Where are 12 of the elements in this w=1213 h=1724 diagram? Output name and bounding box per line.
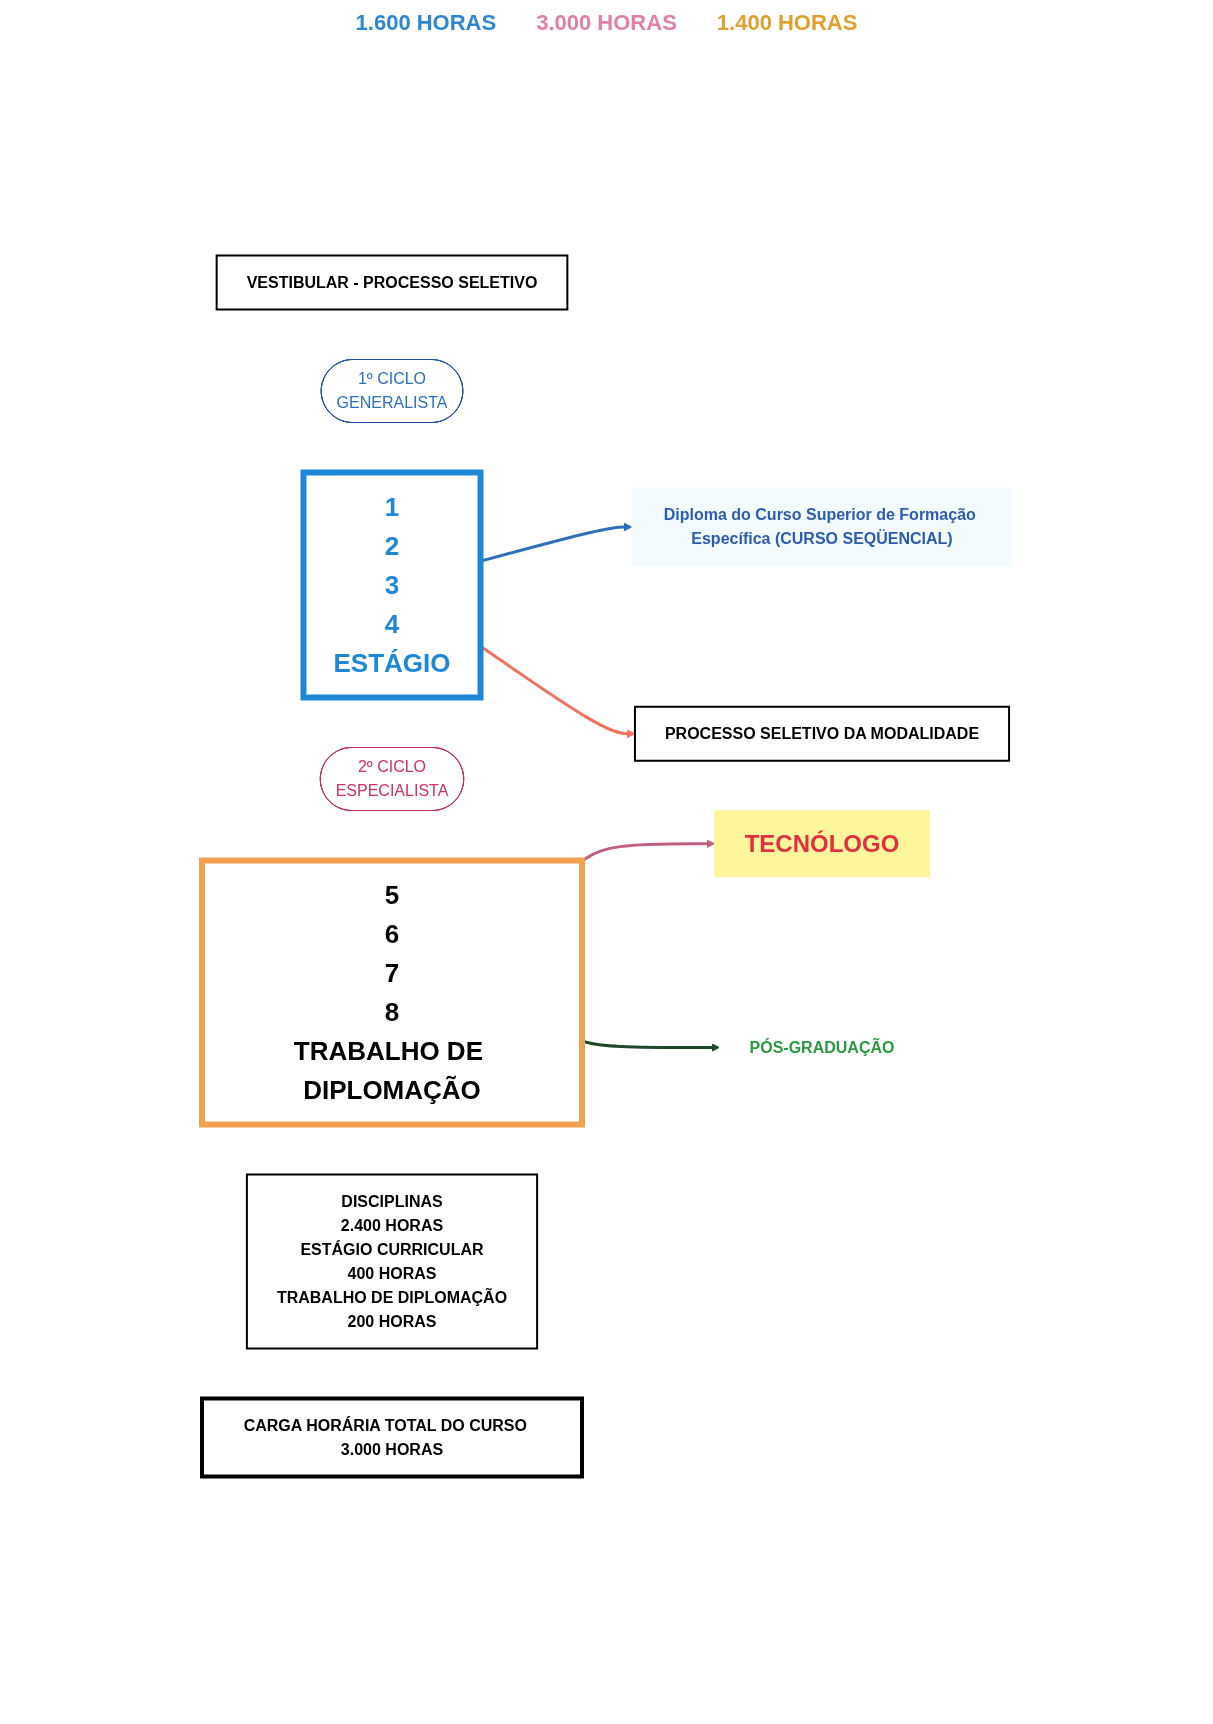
hours-label: 3.000 HORAS <box>536 10 677 36</box>
node-box: VESTIBULAR - PROCESSO SELETIVO <box>215 254 568 311</box>
node-box: PROCESSO SELETIVO DA MODALIDADE <box>633 705 1010 762</box>
node-box: DISCIPLINAS 2.400 HORAS ESTÁGIO CURRICULAR 400 HORAS TRABALHO DE DIPLOMAÇÃO 200 HORAS <box>245 1173 538 1350</box>
node-box: TECNÓLOGO <box>713 810 930 878</box>
node-box: 5 6 7 8 TRABALHO DE DIPLOMAÇÃO <box>198 857 585 1128</box>
node-box: Diploma do Curso Superior de Formação Específica (CURSO SEQÜENCIAL) <box>631 487 1012 567</box>
hours-label: 1.400 HORAS <box>716 10 858 36</box>
node-box: CARGA HORÁRIA TOTAL DO CURSO 3.000 HORAS <box>199 1396 584 1479</box>
node-box: 1 2 3 4 ESTÁGIO <box>300 469 483 701</box>
hours-label: 1.600 HORAS <box>355 10 497 36</box>
node-text: PÓS-GRADUAÇÃO <box>749 1038 894 1056</box>
